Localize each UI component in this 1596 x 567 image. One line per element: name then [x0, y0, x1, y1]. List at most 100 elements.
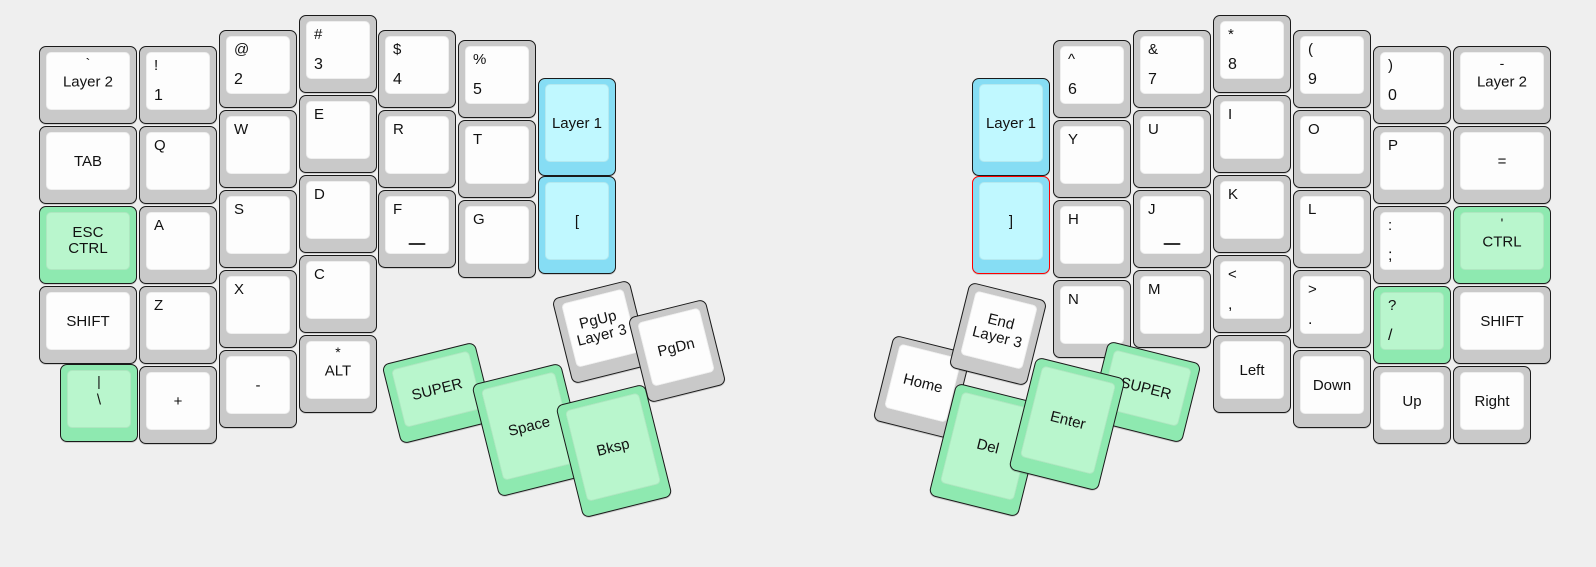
key-m[interactable]: M [1133, 270, 1211, 348]
key-a[interactable]: A [139, 206, 217, 284]
key-cap: @2 [226, 36, 290, 94]
key-key[interactable]: + [139, 366, 217, 444]
key-j[interactable]: J [1133, 190, 1211, 268]
key-legend-base: 8 [1228, 56, 1237, 73]
key-4[interactable]: $4 [378, 30, 456, 108]
key-key[interactable]: <, [1213, 255, 1291, 333]
key-legend: E [314, 106, 325, 123]
key-0[interactable]: )0 [1373, 46, 1451, 124]
key-5[interactable]: %5 [458, 40, 536, 118]
key-left[interactable]: Left [1213, 335, 1291, 413]
key-o[interactable]: O [1293, 110, 1371, 188]
key-legend-base: 3 [314, 56, 323, 73]
key-cap: Right [1460, 372, 1524, 430]
key-6[interactable]: ^6 [1053, 40, 1131, 118]
key-3[interactable]: #3 [299, 15, 377, 93]
key-legend: F [393, 201, 403, 218]
key-down[interactable]: Down [1293, 350, 1371, 428]
key-cap: Y [1060, 126, 1124, 184]
key-legend: I [1228, 106, 1233, 123]
key-c[interactable]: C [299, 255, 377, 333]
key-2[interactable]: @2 [219, 30, 297, 108]
key-legend: C [314, 266, 325, 283]
key-legend-base: ; [1388, 247, 1393, 264]
key-bksp[interactable]: Bksp [555, 383, 673, 519]
key-legend-base: 9 [1308, 71, 1317, 88]
key-k[interactable]: K [1213, 175, 1291, 253]
key-cap: $4 [385, 36, 449, 94]
key-cap: &7 [1140, 36, 1204, 94]
key-ctrl[interactable]: 'CTRL [1453, 206, 1551, 284]
key-d[interactable]: D [299, 175, 377, 253]
key-legend: = [1497, 152, 1507, 170]
key-e[interactable]: E [299, 95, 377, 173]
key-cap: *8 [1220, 21, 1284, 79]
key-s[interactable]: S [219, 190, 297, 268]
key-p[interactable]: P [1373, 126, 1451, 204]
key-key[interactable]: :; [1373, 206, 1451, 284]
key-key[interactable]: ?/ [1373, 286, 1451, 364]
key-legend: Space [506, 412, 552, 440]
key-q[interactable]: Q [139, 126, 217, 204]
key-legend-base: 0 [1388, 87, 1397, 104]
key-cap: S [226, 196, 290, 254]
key-legend: K [1228, 186, 1239, 203]
key-cap: N [1060, 286, 1124, 344]
key-9[interactable]: (9 [1293, 30, 1371, 108]
key-legend: L [1308, 201, 1317, 218]
key-y[interactable]: Y [1053, 120, 1131, 198]
key-cap: :; [1380, 212, 1444, 270]
key-legend: Del [974, 435, 1001, 458]
key-l[interactable]: L [1293, 190, 1371, 268]
key-r[interactable]: R [378, 110, 456, 188]
key-legend-shifted: ^ [1068, 51, 1076, 68]
key-legend-shifted: < [1228, 266, 1237, 283]
key-layer-2[interactable]: `Layer 2 [39, 46, 137, 124]
key-up[interactable]: Up [1373, 366, 1451, 444]
key-t[interactable]: T [458, 120, 536, 198]
key-cap: TAB [46, 132, 130, 190]
key-h[interactable]: H [1053, 200, 1131, 278]
key-key[interactable]: >. [1293, 270, 1371, 348]
key-n[interactable]: N [1053, 280, 1131, 358]
key-cap: K [1220, 181, 1284, 239]
key-1[interactable]: !1 [139, 46, 217, 124]
key-cap: + [146, 372, 210, 430]
key-legend: Down [1312, 376, 1352, 394]
key-cap: P [1380, 132, 1444, 190]
key-legend: S [234, 201, 245, 218]
key-cap: Bksp [564, 392, 662, 502]
key-i[interactable]: I [1213, 95, 1291, 173]
key-8[interactable]: *8 [1213, 15, 1291, 93]
key-tab[interactable]: TAB [39, 126, 137, 204]
key-key[interactable]: |\ [60, 364, 138, 442]
key-cap: Layer 1 [979, 84, 1043, 162]
key-z[interactable]: Z [139, 286, 217, 364]
key-layer-1[interactable]: Layer 1 [538, 78, 616, 176]
key-g[interactable]: G [458, 200, 536, 278]
key-legend: H [1068, 211, 1079, 228]
key-u[interactable]: U [1133, 110, 1211, 188]
key-right[interactable]: Right [1453, 366, 1531, 444]
key-layer-1[interactable]: Layer 1 [972, 78, 1050, 176]
key-7[interactable]: &7 [1133, 30, 1211, 108]
key-legend: Right [1474, 392, 1510, 410]
key-legend-base: 1 [154, 87, 163, 104]
key-alt[interactable]: *ALT [299, 335, 377, 413]
key-x[interactable]: X [219, 270, 297, 348]
key-legend: + [173, 392, 183, 410]
key-key[interactable]: = [1453, 126, 1551, 204]
key-w[interactable]: W [219, 110, 297, 188]
key-layer-2[interactable]: -Layer 2 [1453, 46, 1551, 124]
key-cap: Z [146, 292, 210, 350]
key-key[interactable]: - [219, 350, 297, 428]
key-cap: *ALT [306, 341, 370, 399]
key-key[interactable]: [ [538, 176, 616, 274]
key-shift[interactable]: SHIFT [1453, 286, 1551, 364]
key-legend-shifted: ? [1388, 297, 1397, 314]
key-shift[interactable]: SHIFT [39, 286, 137, 364]
key-f[interactable]: F [378, 190, 456, 268]
key-key[interactable]: ] [972, 176, 1050, 274]
